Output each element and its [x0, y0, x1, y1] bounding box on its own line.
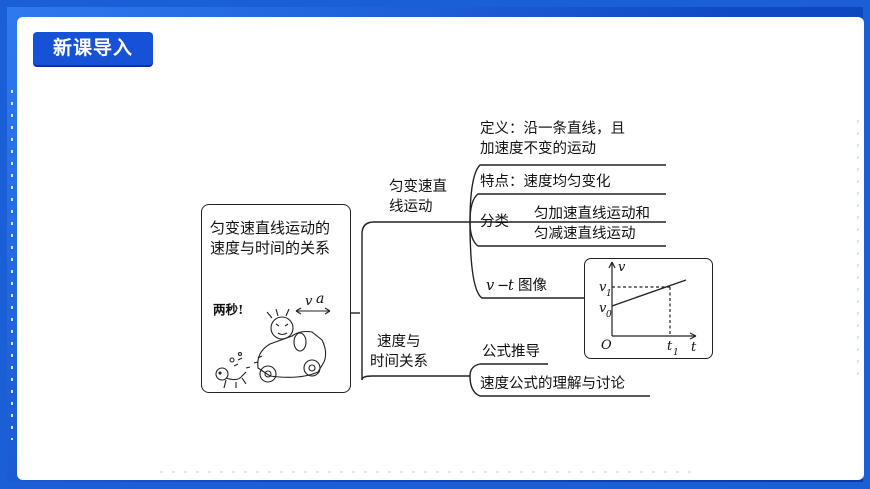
graph-t1-sub: 1 [673, 348, 679, 358]
classification-line2: 匀减速直线运动 [534, 226, 636, 242]
graph-v0-sub: 0 [606, 310, 612, 320]
branch1-label-line1: 匀变速直 [389, 179, 447, 195]
graph-t1: t [667, 339, 673, 354]
classification-label: 分类 [480, 214, 509, 230]
branch2-label-line1: 速度与 [377, 334, 421, 350]
graph-v0: v [599, 301, 607, 316]
cartoon-a-label: a [316, 291, 325, 307]
root-title-line2: 速度与时间的关系 [210, 239, 331, 257]
cartoon-v-label: v [305, 294, 313, 309]
branch2-item1: 公式推导 [482, 344, 540, 360]
graph-v1: v [599, 280, 607, 295]
vt-graph-box [584, 258, 713, 359]
branch1-label-line2: 线运动 [389, 199, 433, 215]
graph-origin: O [601, 338, 612, 353]
vt-label-v: v [486, 278, 495, 294]
slide-panel [17, 17, 864, 480]
feature-text: 特点：速度均匀变化 [480, 174, 611, 190]
root-title-line1: 匀变速直线运动的 [210, 219, 331, 237]
branch2-item2: 速度公式的理解与讨论 [480, 376, 625, 392]
slide-frame [7, 7, 864, 482]
definition-line2: 加速度不变的运动 [480, 141, 596, 157]
branch2-label-line2: 时间关系 [370, 354, 428, 370]
graph-axis-v: v [618, 260, 626, 275]
graph-v1-sub: 1 [606, 289, 612, 299]
vt-label-t: t [508, 278, 514, 294]
cartoon-caption: 两秒! [213, 302, 244, 317]
definition-line1: 定义：沿一条直线，且 [480, 121, 625, 137]
classification-line1: 匀加速直线运动和 [534, 206, 650, 222]
vt-label-dash: − [497, 278, 510, 294]
root-node [201, 204, 351, 393]
graph-axis-t: t [691, 340, 697, 355]
section-tag: 新课导入 [33, 32, 153, 65]
vt-label-text: 图像 [518, 278, 547, 294]
